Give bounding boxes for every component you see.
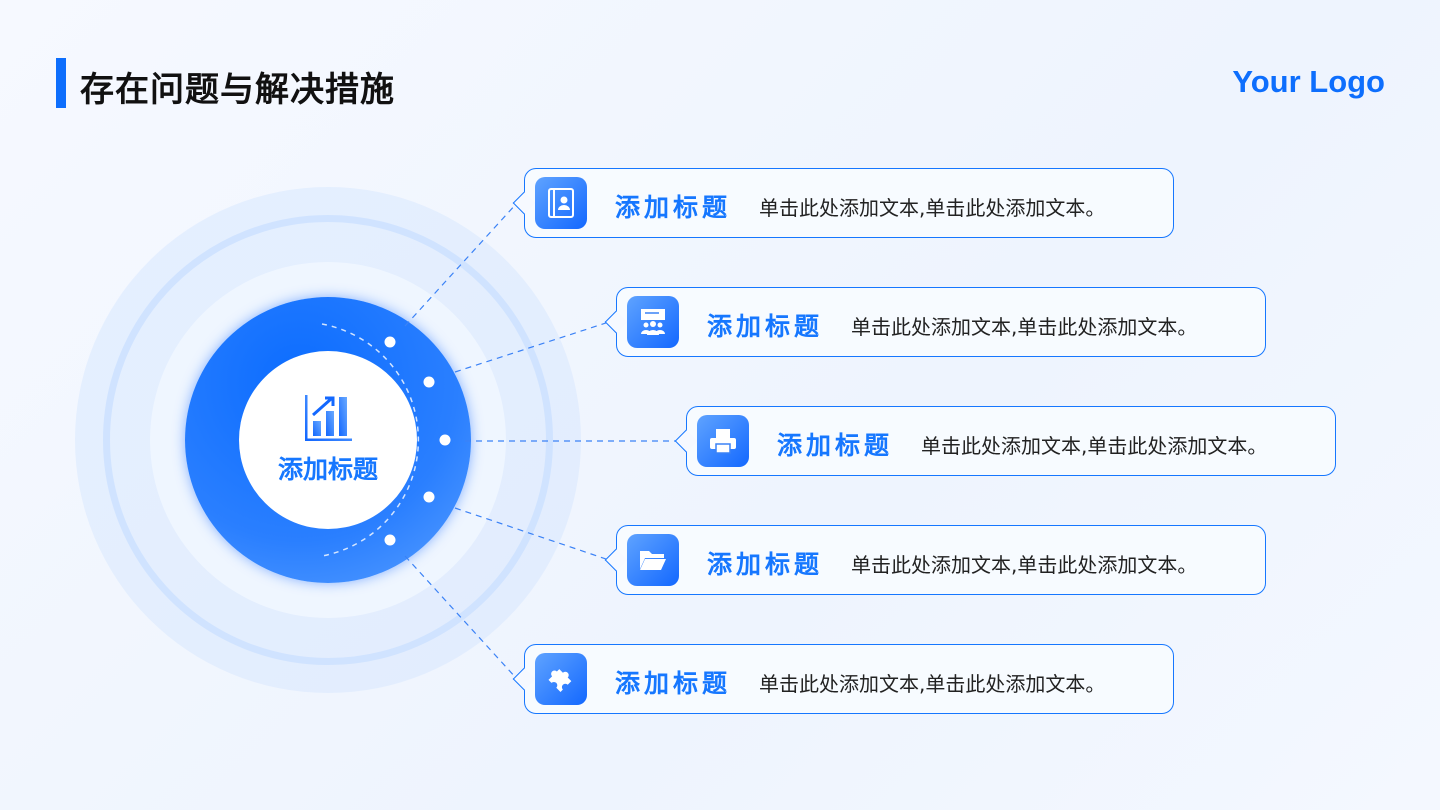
item-title: 添加标题	[777, 431, 894, 460]
bar-chart-up-icon	[305, 395, 352, 441]
center-title: 添加标题	[277, 455, 378, 484]
page-title: 存在问题与解决措施	[80, 70, 395, 110]
item-desc: 单击此处添加文本,单击此处添加文本。	[759, 196, 1106, 220]
item-title: 添加标题	[615, 669, 732, 698]
item-desc: 单击此处添加文本,单击此处添加文本。	[759, 672, 1106, 696]
item-desc: 单击此处添加文本,单击此处添加文本。	[851, 553, 1198, 577]
title-accent-bar	[56, 58, 66, 108]
item-card-2[interactable]: 添加标题 单击此处添加文本,单击此处添加文本。	[604, 287, 1266, 357]
item-card-5[interactable]: 添加标题 单击此处添加文本,单击此处添加文本。	[512, 644, 1174, 714]
printer-icon	[697, 415, 749, 467]
folder-icon	[627, 534, 679, 586]
item-title: 添加标题	[707, 550, 824, 579]
item-card-3[interactable]: 添加标题 单击此处添加文本,单击此处添加文本。	[674, 406, 1336, 476]
item-title: 添加标题	[615, 193, 732, 222]
item-card-1[interactable]: 添加标题 单击此处添加文本,单击此处添加文本。	[512, 168, 1174, 238]
item-desc: 单击此处添加文本,单击此处添加文本。	[921, 434, 1268, 458]
outer-ring	[103, 215, 553, 665]
contact-book-icon	[535, 177, 587, 229]
logo: Your Logo	[1232, 64, 1385, 99]
item-desc: 单击此处添加文本,单击此处添加文本。	[851, 315, 1198, 339]
puzzle-icon	[535, 653, 587, 705]
item-title: 添加标题	[707, 312, 824, 341]
item-card-4[interactable]: 添加标题 单击此处添加文本,单击此处添加文本。	[604, 525, 1266, 595]
presentation-team-icon	[627, 296, 679, 348]
